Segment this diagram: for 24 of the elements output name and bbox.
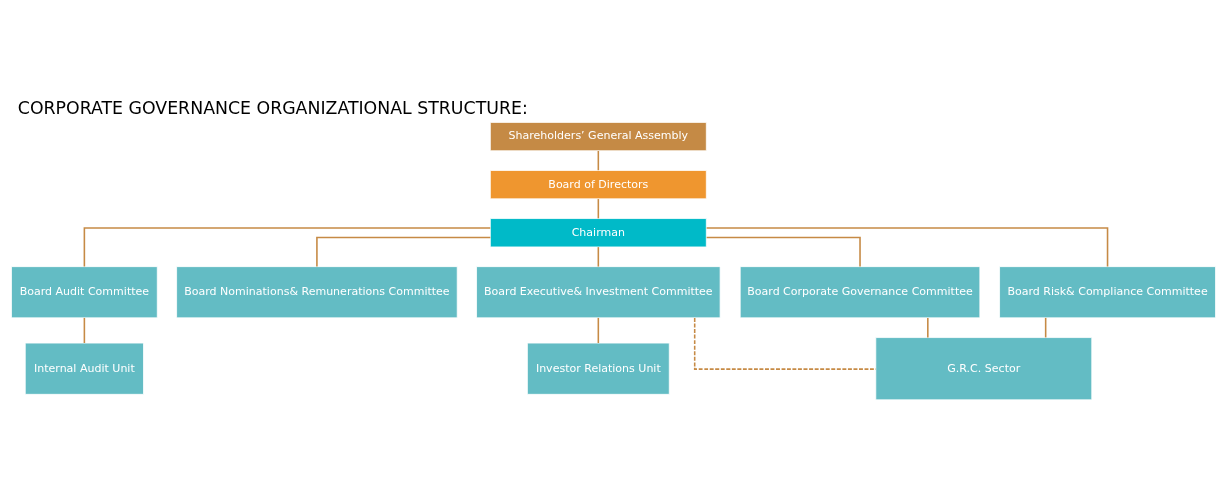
connector <box>597 317 600 344</box>
node-box: Chairman <box>489 218 707 248</box>
connector <box>597 150 600 171</box>
connector <box>927 317 929 339</box>
node-box: Internal Audit Unit <box>24 342 144 395</box>
node-box: Investor Relations Unit <box>527 342 670 395</box>
connector <box>1044 317 1047 339</box>
node-box: Board Executive& Investment Committee <box>476 266 721 319</box>
diagram-title: CORPORATE GOVERNANCE ORGANIZATIONAL STRUCTURE: <box>17 98 528 119</box>
node-box: Shareholders’ General Assembly <box>489 122 707 152</box>
node-box: G.R.C. Sector <box>875 337 1093 401</box>
node-box: Board Risk& Compliance Committee <box>999 266 1216 319</box>
connector <box>83 227 492 268</box>
connector <box>693 317 877 370</box>
connector <box>705 227 1109 268</box>
connector <box>83 317 86 344</box>
connector <box>316 236 492 268</box>
node-box: Board Nominations& Remunerations Committee <box>176 266 458 319</box>
node-box: Board Audit Committee <box>11 266 158 319</box>
connector <box>705 236 861 268</box>
connector <box>597 246 600 268</box>
node-box: Board Corporate Governance Committee <box>739 266 981 319</box>
connector <box>597 198 600 220</box>
node-box: Board of Directors <box>489 170 707 200</box>
